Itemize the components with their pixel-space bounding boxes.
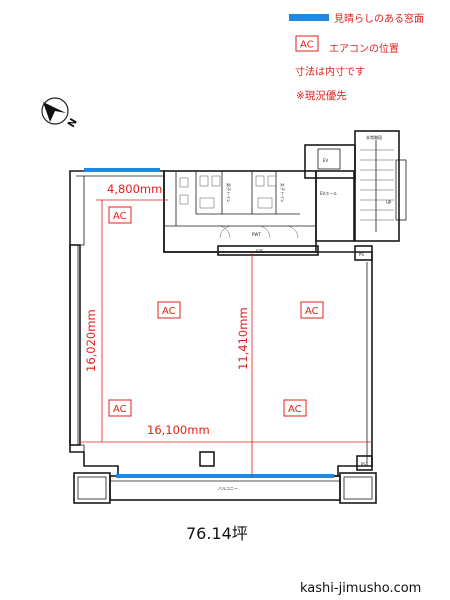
ac-label-1: AC — [113, 211, 127, 222]
dimension-labels: 4,800mm 16,020mm 11,410mm 16,100mm — [84, 182, 250, 437]
compass-circle — [41, 97, 69, 125]
legend-ac-text: エアコンの位置 — [329, 42, 399, 55]
eps-label: EPS — [256, 249, 264, 254]
ac-box-2 — [157, 301, 181, 319]
column — [199, 451, 215, 467]
legend-window-text: 見晴らしのある窓面 — [334, 12, 424, 25]
ac-label-2: AC — [162, 306, 176, 317]
dim-top-width: 4,800mm — [107, 182, 162, 196]
compass: N — [41, 97, 80, 130]
legend-priority-text: ※現況優先 — [296, 89, 347, 102]
pwt-label: PWT — [252, 232, 261, 237]
site-url: kashi-jimusho.com — [300, 581, 421, 596]
dim-left-height: 16,020mm — [84, 309, 98, 372]
ev-label: EV — [323, 158, 329, 163]
legend-inner-text: 寸法は内寸です — [295, 65, 365, 78]
area-label: 76.14坪 — [186, 524, 248, 543]
ev-hall-label: EVホール — [320, 191, 337, 196]
ps-label-top: PS — [359, 252, 364, 257]
ac-label-3: AC — [305, 306, 319, 317]
toilet-men-label: 男子トイレ — [226, 183, 232, 203]
dimension-lines — [80, 199, 372, 476]
view-windows — [84, 168, 334, 478]
dim-mid-height: 11,410mm — [236, 307, 250, 370]
ac-markers: AC AC AC AC AC — [108, 206, 324, 417]
stairs-label: 非常階段 — [366, 134, 382, 140]
legend-ac-box — [295, 35, 319, 52]
ac-label-4: AC — [113, 404, 127, 415]
legend-ac-box-label: AC — [300, 40, 314, 51]
compass-needle-icon — [43, 102, 66, 122]
ac-box-4 — [108, 399, 132, 417]
core: 男子トイレ 女子トイレ PWT EPS EVホール EV 非常階段 UP P — [163, 130, 407, 261]
ac-label-5: AC — [288, 404, 302, 415]
compass-label: N — [66, 117, 80, 130]
ac-box-3 — [300, 301, 324, 319]
up-label: UP — [386, 200, 392, 205]
toilet-women-label: 女子トイレ — [280, 183, 286, 203]
legend: 見晴らしのある窓面 AC エアコンの位置 寸法は内寸です ※現況優先 — [289, 12, 424, 102]
ac-box-1 — [108, 206, 132, 224]
ac-box-5 — [283, 399, 307, 417]
legend-window-swatch — [289, 14, 329, 21]
dim-bottom-width: 16,100mm — [147, 423, 210, 437]
balcony-label: バルコニー — [218, 486, 238, 491]
ps-label-bottom: PS — [361, 462, 366, 467]
